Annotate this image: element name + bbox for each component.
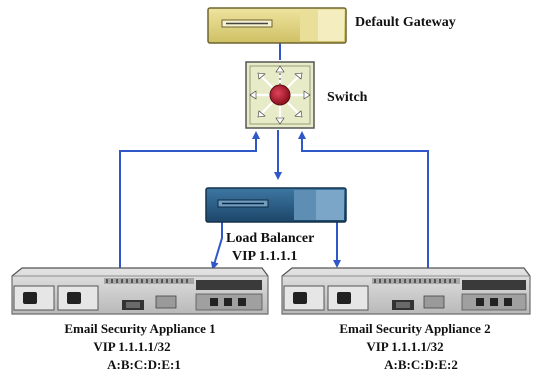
- link-appliance1-switch: [119, 131, 260, 268]
- appliance-1-vip: VIP 1.1.1.1/32: [93, 339, 170, 354]
- appliance-2-vip: VIP 1.1.1.1/32: [366, 339, 443, 354]
- load-balancer-vip: VIP 1.1.1.1: [232, 249, 297, 264]
- appliance-1-mac: A:B:C:D:E:1: [107, 357, 181, 372]
- appliance-2-server-icon: [281, 267, 531, 315]
- appliance-1-name: Email Security Appliance 1: [64, 321, 215, 336]
- appliance-1-server-icon: [11, 267, 269, 315]
- gateway-label: Default Gateway: [355, 15, 456, 30]
- switch: Switch: [245, 61, 368, 129]
- connection-lines: [119, 43, 429, 270]
- switch-core: [269, 84, 291, 106]
- appliance-2-name: Email Security Appliance 2: [339, 321, 490, 336]
- default-gateway: Default Gateway: [207, 7, 456, 44]
- gateway-panel: [300, 10, 318, 41]
- load-balancer: Load Balancer VIP 1.1.1.1: [205, 187, 347, 264]
- appliance-2-mac: A:B:C:D:E:2: [384, 357, 458, 372]
- link-appliance2-switch: [298, 131, 429, 268]
- load-balancer-label: Load Balancer: [226, 231, 314, 246]
- appliance-1: Email Security Appliance 1 VIP 1.1.1.1/3…: [11, 267, 269, 372]
- switch-label: Switch: [327, 90, 368, 105]
- link-loadbalancer-appliance1: [210, 222, 223, 270]
- appliance-2: Email Security Appliance 2 VIP 1.1.1.1/3…: [281, 267, 531, 372]
